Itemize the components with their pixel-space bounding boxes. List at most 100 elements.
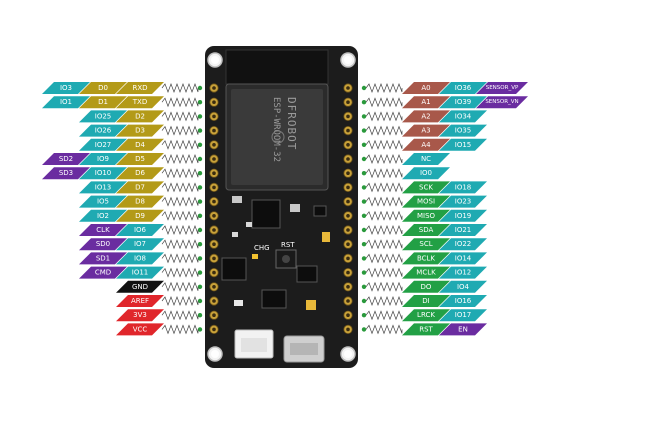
- pin-label-tag: [79, 124, 127, 137]
- pin-marker-dot: [197, 298, 203, 304]
- pin-label-text: SDA: [419, 226, 434, 234]
- pin-label: SD2: [42, 153, 90, 165]
- pin-marker-dot: [197, 313, 203, 318]
- pin-label-tag: [42, 167, 90, 180]
- pin-label-tag: [439, 252, 487, 265]
- left-header-pins: [197, 83, 219, 334]
- leader-line: [365, 296, 403, 306]
- pin-label-text: D3: [135, 127, 145, 135]
- pin-label: AREF: [116, 295, 164, 307]
- pin-label: D3: [116, 124, 164, 137]
- leader-line: [161, 97, 199, 108]
- pin-label-text: IO14: [455, 254, 472, 262]
- header-pin-hole: [212, 299, 216, 303]
- pin-label-tag: [439, 124, 487, 137]
- pin-label-tag: [402, 138, 450, 151]
- pin-label: D4: [116, 138, 164, 151]
- pin-label: IO18: [439, 181, 487, 194]
- pin-label-text: RST: [419, 325, 433, 333]
- board-components: [221, 196, 330, 310]
- pin-label-text: IO0: [420, 169, 432, 177]
- header-pin-hole: [212, 185, 216, 190]
- header-pin-hole: [212, 199, 216, 204]
- pin-marker-dot: [361, 199, 367, 204]
- pin-label: IO14: [439, 252, 487, 265]
- pin-label-tag: [116, 224, 164, 236]
- pin-label-text: MOSI: [417, 198, 435, 206]
- leader-line: [161, 267, 199, 278]
- header-pin-hole: [346, 171, 350, 175]
- pin-label-tag: [116, 110, 164, 123]
- pin-label-tag: [79, 195, 127, 208]
- leader-line: [161, 253, 199, 264]
- pin-label: EN: [439, 323, 487, 336]
- pin-label-text: IO11: [132, 269, 148, 277]
- leader-line: [161, 310, 199, 321]
- pin-label-text: D2: [135, 112, 145, 120]
- pin-label-text: AREF: [131, 297, 149, 305]
- pin-label-tag: [79, 82, 127, 94]
- pin-label-tag: [79, 252, 127, 265]
- pin-label-text: IO17: [455, 311, 471, 319]
- leader-line: [161, 168, 199, 179]
- pin-label: IO7: [116, 238, 164, 251]
- leader-line: [365, 125, 403, 136]
- pin-label-tag: [439, 96, 487, 109]
- pin-label-tag: [402, 238, 450, 251]
- pin-label-text: CLK: [96, 226, 110, 234]
- leader-line: [365, 139, 403, 150]
- pin-label-tag: [79, 224, 127, 236]
- pin-label-text: SD1: [96, 254, 110, 262]
- pin-label-text: DO: [421, 283, 432, 291]
- pin-label-tag: [439, 82, 487, 94]
- header-pin-hole: [346, 299, 350, 303]
- pin-label-text: D6: [135, 169, 145, 177]
- header-pin-hole: [346, 228, 350, 232]
- pin-label-text: SCK: [419, 183, 433, 191]
- pin-label-text: IO5: [97, 198, 109, 206]
- wifi-module: DFROBOT ESP-WROOM-32: [225, 83, 329, 191]
- pin-label: SDA: [402, 224, 450, 236]
- pin-marker-dot: [361, 213, 367, 218]
- pin-label-text: D8: [135, 198, 145, 206]
- header-pin-hole: [346, 199, 350, 204]
- usb-port: [283, 335, 325, 363]
- pin-label: IO22: [439, 238, 487, 251]
- leader-line: [161, 111, 199, 122]
- pin-marker-dot: [361, 313, 367, 318]
- pin-label-text: IO26: [95, 127, 112, 135]
- pin-marker-dot: [197, 270, 203, 275]
- pin-marker-dot: [361, 171, 367, 176]
- pin-label-text: SD2: [59, 155, 73, 163]
- header-pin-hole: [346, 128, 350, 133]
- pin-label-tag: [116, 323, 164, 336]
- pin-label-tag: [79, 138, 127, 151]
- pin-label-tag: [402, 96, 450, 109]
- pin-label: A0: [402, 82, 450, 94]
- pin-label-tag: [439, 238, 487, 251]
- pin-label: IO5: [79, 195, 127, 208]
- pin-label: SD3: [42, 167, 90, 180]
- pin-label-tag: [79, 110, 127, 123]
- pin-label-tag: [116, 280, 164, 293]
- pin-marker-dot: [361, 114, 367, 119]
- leader-line: [161, 225, 199, 235]
- pin-marker-dot: [361, 284, 367, 289]
- pin-label: D1: [79, 96, 127, 109]
- leader-line: [365, 239, 403, 250]
- pin-label-text: D0: [98, 84, 108, 92]
- pin-label-text: IO12: [455, 269, 471, 277]
- leader-line: [161, 139, 199, 150]
- pin-label-tag: [402, 224, 450, 236]
- pin-label-text: VCC: [133, 325, 148, 333]
- pin-label-tag: [116, 209, 164, 222]
- pin-label: IO35: [439, 124, 487, 137]
- pin-label: A3: [402, 124, 450, 137]
- header-pin-hole: [212, 214, 216, 218]
- header-pin-hole: [346, 327, 350, 332]
- pin-label-tag: [79, 181, 127, 194]
- pin-label-text: IO36: [455, 84, 472, 92]
- pin-label: GND: [116, 280, 164, 293]
- pin-marker-dot: [197, 284, 203, 289]
